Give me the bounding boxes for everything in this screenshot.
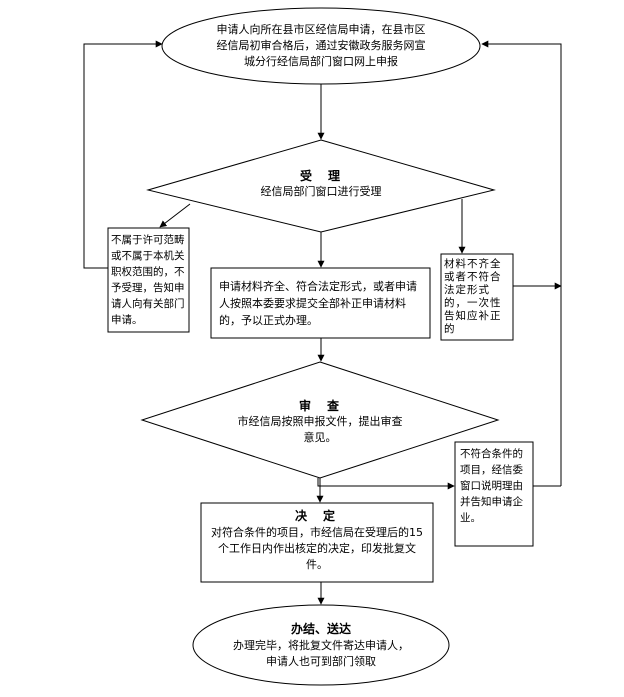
accept-text: 经信局部门窗口进行受理 [260, 185, 382, 198]
arrow-review-to-unqualified [317, 478, 455, 490]
accept-title: 受 理 [299, 169, 342, 183]
incomplete-materials-text: 材料不齐全或者不符合法定形式的，一次性告知应补正的 [444, 258, 502, 335]
unqualified-text: 不符合条件的项目，经信委窗口说明理由并告知申请企业。 [460, 448, 523, 524]
not-in-scope-box [107, 227, 190, 333]
feedback-right-column [481, 40, 562, 486]
decision-box [200, 502, 434, 583]
decision-text: 对符合条件的项目，市经信局在受理后的15个工作日内作出核定的决定，印发批复文件。 [211, 526, 423, 571]
arrow-accept-to-not-in-scope [159, 203, 191, 228]
feedback-not-in-scope-to-start [83, 40, 163, 269]
not-in-scope-text: 不属于许可范畴或不属于本机关职权范围的，不予受理，告知申请人向有关部门申请。 [111, 234, 185, 326]
complete-ellipse [192, 604, 450, 686]
unqualified-box [454, 441, 534, 547]
complete-text: 办理完毕，将批复文件寄达申请人，申请人也可到部门领取 [233, 639, 409, 668]
review-title: 审 查 [298, 399, 341, 413]
complete-materials-text: 申请材料齐全、符合法定形式，或者申请人按照本委要求提交全部补正申请材料的，予以正… [219, 280, 417, 327]
incomplete-materials-box [440, 253, 514, 341]
start-text: 申请人向所在县市区经信局申请，在县市区经信局初审合格后，通过安徽政务服务网宣城分… [216, 23, 426, 68]
review-text: 市经信局按照申报文件，提出审查意见。 [237, 415, 403, 444]
complete-title: 办结、送达 [290, 622, 351, 636]
decision-title: 决 定 [294, 509, 337, 523]
